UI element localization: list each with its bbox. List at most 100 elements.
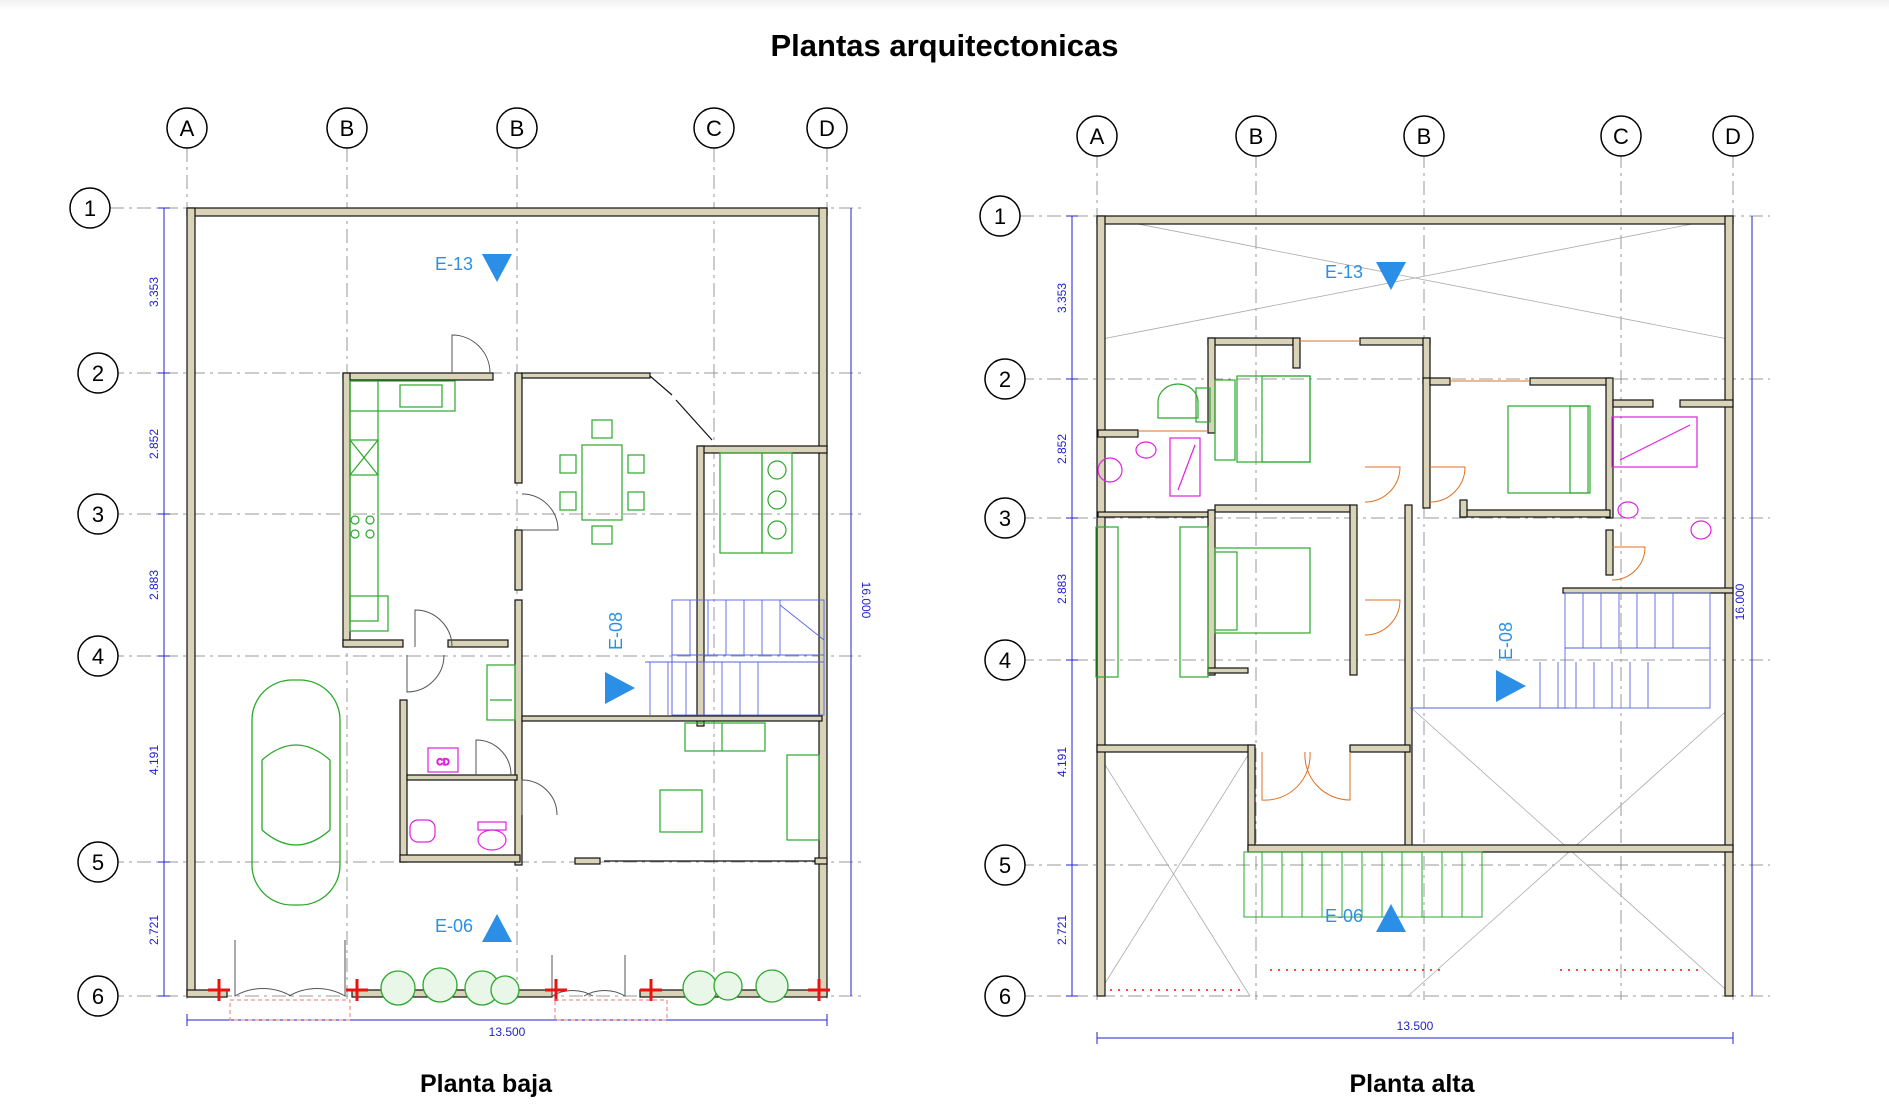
grid-row-label: 5	[999, 853, 1011, 878]
dimension-total-width: 13.500	[1397, 1019, 1434, 1033]
grid-col-label: D	[819, 116, 835, 141]
railings	[1110, 969, 1700, 991]
upper-bathroom	[1097, 416, 1712, 540]
shrubs-icon	[380, 967, 789, 1006]
plan-planta-baja: A B B C D 1 2 3 4 5 6	[69, 107, 873, 1039]
section-arrow-icon	[1376, 904, 1406, 932]
section-arrow-icon	[482, 914, 512, 942]
grid-col-label: C	[706, 116, 722, 141]
dimension-row-2-3: 2.852	[147, 429, 161, 459]
bar-island	[719, 452, 793, 554]
page-title: Plantas arquitectonicas	[770, 28, 1119, 63]
section-label: E-13	[435, 254, 473, 274]
grid-bubble-col: C	[1600, 115, 1642, 157]
doors	[234, 334, 626, 997]
grid-col-label: D	[1725, 124, 1741, 149]
section-label: E-06	[435, 916, 473, 936]
grid-row-label: 6	[999, 984, 1011, 1009]
dimension-row-2-3: 2.852	[1055, 434, 1069, 464]
grid-row-label: 2	[92, 361, 104, 386]
grid-bubble-row: 1	[69, 187, 111, 229]
section-markers: E-13 E-08 E-06	[1325, 262, 1526, 932]
section-markers: E-13 E-08 E-06	[435, 254, 635, 942]
walls	[186, 207, 828, 998]
grid-col-label: B	[1249, 124, 1264, 149]
grid-col-label: B	[1417, 124, 1432, 149]
grid-col-label: C	[1613, 124, 1629, 149]
dimension-row-3-4: 2.883	[1055, 574, 1069, 604]
grid-bubble-col: B	[496, 107, 538, 149]
dimension-row-3-4: 2.883	[147, 570, 161, 600]
grid-col-label: B	[510, 116, 525, 141]
grid-row-label: 1	[84, 196, 96, 221]
section-arrow-icon	[482, 254, 512, 282]
dimension-row-1-2: 3.353	[147, 277, 161, 307]
grid-bubble-row: 2	[984, 358, 1026, 400]
section-label: E-08	[1496, 622, 1516, 660]
footprint-lines	[229, 999, 668, 1021]
grid-bubble-row: 1	[979, 195, 1021, 237]
dimension-lines	[1066, 215, 1753, 1044]
dimension-row-4-5: 4.191	[147, 745, 161, 775]
dimension-total-depth: 16.000	[1733, 583, 1747, 620]
grid-row-bubbles: 1 2 3 4 5 6	[979, 195, 1026, 1017]
section-arrow-icon	[1376, 262, 1406, 290]
grid-row-label: 2	[999, 367, 1011, 392]
walls	[1096, 215, 1734, 997]
dimension-total-depth: 16.000	[859, 582, 873, 619]
grid-bubble-row: 5	[984, 844, 1026, 886]
fixture-label: CD	[437, 757, 450, 767]
grid-col-label: B	[340, 116, 355, 141]
dimension-labels: 3.353 2.852 2.883 4.191 2.721 13.500 16.…	[1055, 283, 1747, 1033]
car-icon	[251, 679, 341, 906]
grid-bubble-row: 3	[984, 497, 1026, 539]
dimension-row-4-5: 4.191	[1055, 747, 1069, 777]
grid-bubble-col: D	[806, 107, 848, 149]
section-arrow-icon	[1496, 670, 1526, 702]
dimension-labels: 3.353 2.852 2.883 4.191 2.721 13.500 16.…	[147, 277, 873, 1039]
dining-table	[559, 419, 645, 545]
plan-caption-alta: Planta alta	[1349, 1070, 1475, 1098]
grid-bubble-col: D	[1712, 115, 1754, 157]
bedroom-furniture	[1095, 375, 1591, 678]
section-label: E-08	[606, 612, 626, 650]
grid-bubble-col: B	[1235, 115, 1277, 157]
dimension-total-width: 13.500	[489, 1025, 526, 1039]
section-arrow-icon	[605, 672, 635, 704]
open-to-below-lines	[1096, 215, 1734, 997]
grid-lines	[110, 148, 865, 1000]
grid-bubble-col: C	[693, 107, 735, 149]
grid-row-bubbles: 1 2 3 4 5 6	[69, 187, 119, 1017]
stair	[645, 599, 825, 716]
grid-column-bubbles: A B B C D	[1076, 115, 1754, 157]
dimension-row-5-6: 2.721	[147, 915, 161, 945]
kitchen-counter	[349, 380, 456, 632]
grid-row-label: 3	[92, 502, 104, 527]
grid-bubble-row: 4	[984, 639, 1026, 681]
section-label: E-13	[1325, 262, 1363, 282]
ground-bathroom: CD	[409, 747, 507, 851]
grid-bubble-row: 3	[77, 493, 119, 535]
section-label: E-06	[1325, 906, 1363, 926]
grid-bubble-row: 4	[77, 635, 119, 677]
grid-row-label: 5	[92, 850, 104, 875]
grid-bubble-row: 6	[77, 975, 119, 1017]
grid-bubble-row: 5	[77, 841, 119, 883]
doors	[1138, 340, 1646, 801]
grid-bubble-row: 6	[984, 975, 1026, 1017]
pergola	[1243, 851, 1483, 918]
columns	[208, 979, 830, 1001]
grid-bubble-col: A	[1076, 115, 1118, 157]
dimension-row-1-2: 3.353	[1055, 283, 1069, 313]
living-furniture	[486, 664, 820, 841]
stair	[1410, 592, 1711, 709]
grid-col-label: A	[1090, 124, 1105, 149]
dimension-lines	[158, 207, 852, 1026]
grid-column-bubbles: A B B C D	[166, 107, 848, 149]
grid-bubble-col: A	[166, 107, 208, 149]
dimension-row-5-6: 2.721	[1055, 915, 1069, 945]
grid-row-label: 6	[92, 984, 104, 1009]
grid-row-label: 1	[994, 204, 1006, 229]
